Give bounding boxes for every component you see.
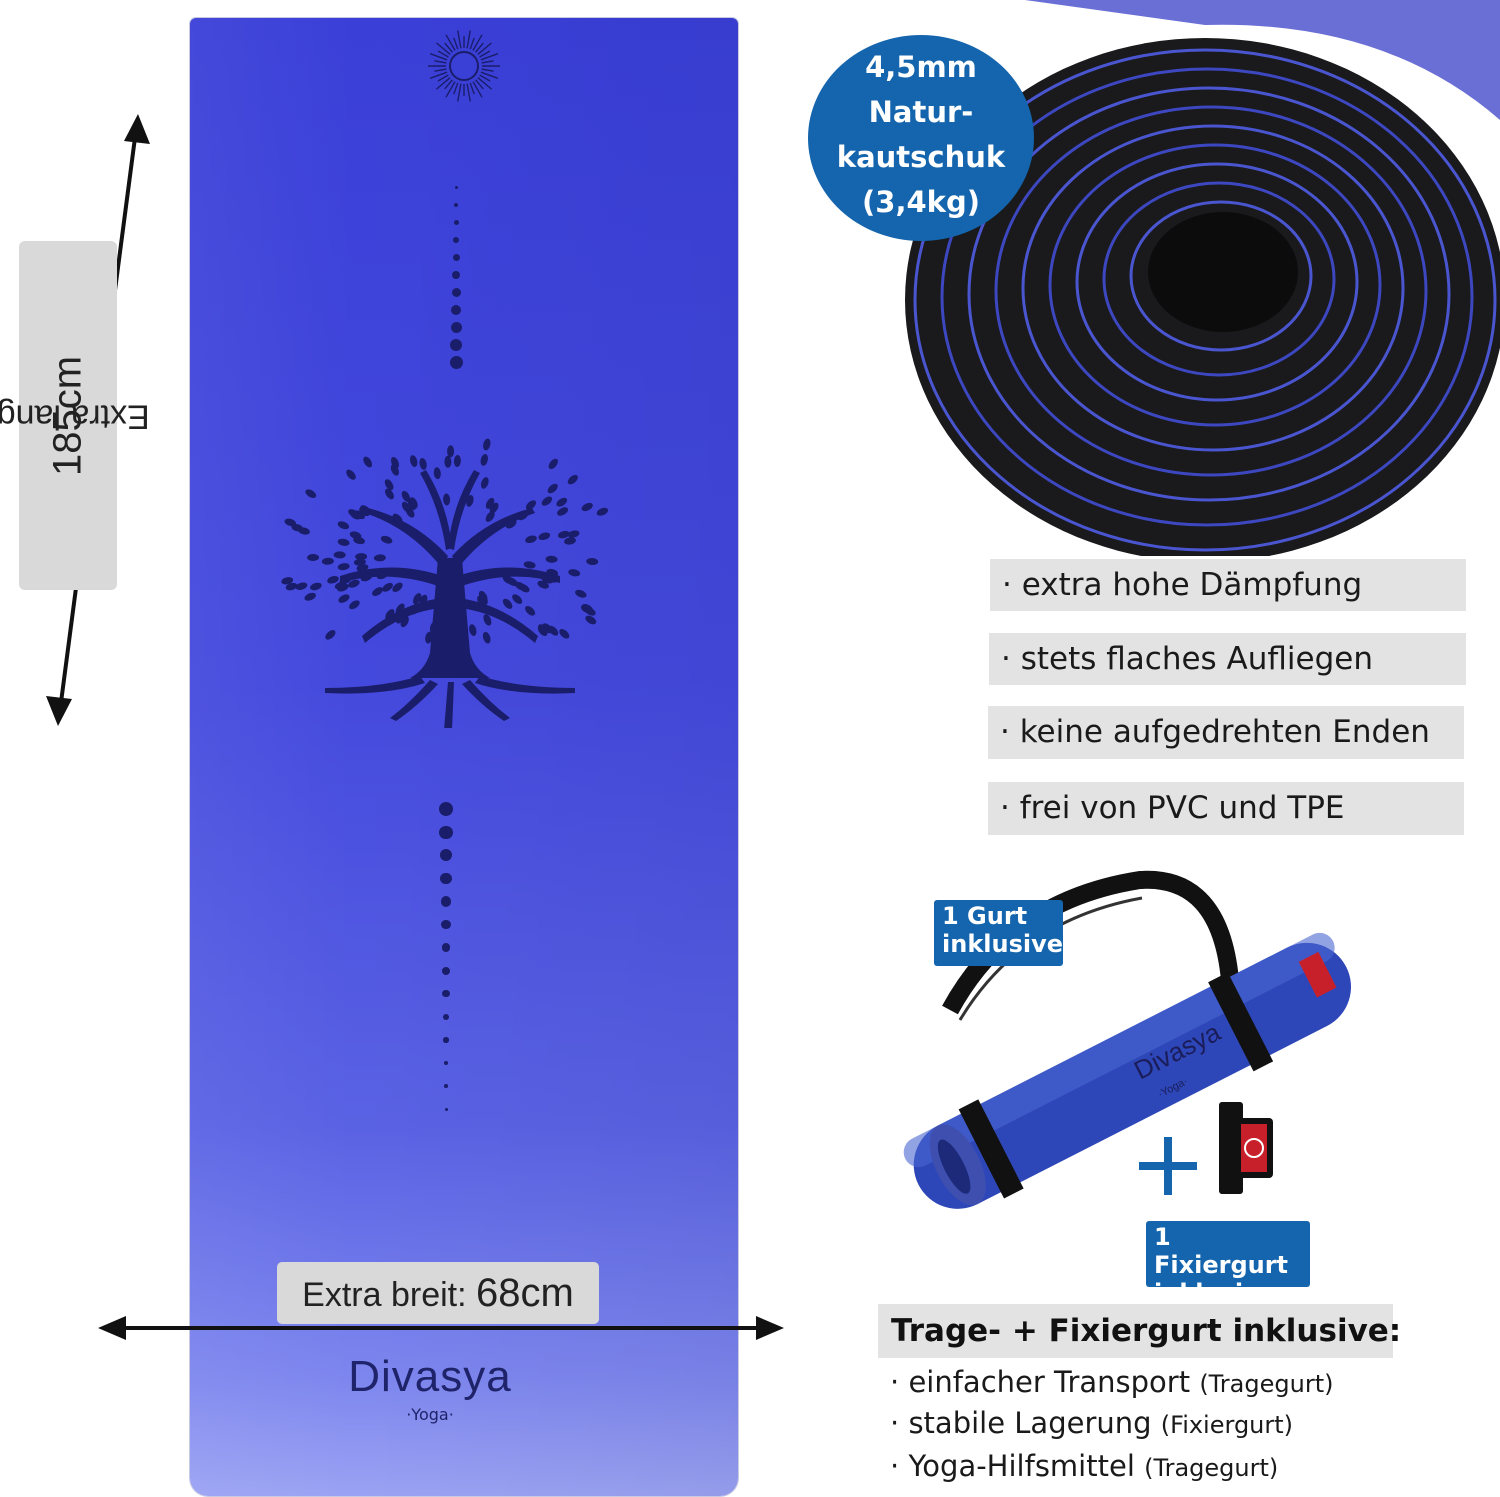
sun-icon <box>428 30 500 102</box>
plus-icon <box>1139 1137 1197 1195</box>
badge-line2: Natur- <box>868 95 974 129</box>
width-prefix: Extra breit: <box>302 1276 477 1314</box>
alignment-dot <box>440 896 452 907</box>
width-value: 68cm <box>476 1271 574 1315</box>
alignment-dot <box>451 288 461 297</box>
strap-tag-line2: inklusive <box>942 930 1064 958</box>
badge-line3: kautschuk <box>836 140 1006 174</box>
alignment-dot <box>441 919 451 930</box>
material-badge: 4,5mm Natur- kautschuk (3,4kg) <box>808 35 1034 241</box>
alignment-dot <box>439 802 453 816</box>
fixing-strap-tag: 1 Fixiergurt inklusive <box>1146 1221 1310 1307</box>
strap-list-item: · stabile Lagerung (Fixiergurt) <box>890 1406 1294 1440</box>
yoga-mat: Divasya ·Yoga· <box>190 18 738 1496</box>
brand-subtitle: ·Yoga· <box>406 1405 454 1424</box>
alignment-dot <box>452 254 460 261</box>
strap-list-item: · einfacher Transport (Tragegurt) <box>890 1365 1334 1399</box>
alignment-dot <box>454 186 458 189</box>
width-label: Extra breit: 68cm <box>277 1262 599 1324</box>
badge-line4: (3,4kg) <box>862 185 980 219</box>
strap-heading: Trage- + Fixiergurt inklusive: <box>878 1304 1401 1358</box>
alignment-dot <box>443 1037 449 1043</box>
alignment-dot <box>439 849 453 862</box>
feature-item: · stets flaches Aufliegen <box>989 633 1466 685</box>
fixing-strap-image <box>1219 1102 1273 1194</box>
strap-item-text: stabile Lagerung <box>908 1406 1152 1440</box>
feature-item: · keine aufgedrehten Enden <box>988 706 1464 759</box>
strap-item-note: (Fixiergurt) <box>1160 1411 1294 1439</box>
alignment-dot <box>443 1060 449 1066</box>
strap-tag-line1: 1 Gurt <box>942 902 1028 930</box>
alignment-dot <box>450 322 462 333</box>
alignment-dot <box>444 1084 448 1088</box>
length-label: Extra lang: 185cm <box>0 241 149 590</box>
alignment-dot <box>453 237 459 243</box>
double-arrow-icon <box>98 1316 784 1340</box>
alignment-dot <box>439 825 453 839</box>
alignment-dot <box>441 966 451 975</box>
fixing-strap-tag-line1: 1 Fixiergurt <box>1154 1223 1289 1279</box>
alignment-dot <box>442 990 450 998</box>
alignment-dot <box>450 339 462 351</box>
alignment-dot <box>453 220 459 225</box>
alignment-dot <box>454 203 458 207</box>
strap-list-item: · Yoga-Hilfsmittel (Tragegurt) <box>890 1449 1279 1483</box>
strap-item-note: (Tragegurt) <box>1199 1370 1334 1398</box>
strap-item-note: (Tragegurt) <box>1144 1454 1279 1482</box>
strap-tag: 1 Gurt inklusive <box>934 900 1063 966</box>
alignment-dot <box>452 271 460 279</box>
brand-name: Divasya <box>348 1352 512 1401</box>
alignment-dot <box>441 943 451 952</box>
feature-item: · extra hohe Dämpfung <box>990 559 1466 611</box>
fixing-strap-tag-line2: inklusive <box>1154 1279 1276 1307</box>
feature-item: · frei von PVC und TPE <box>988 782 1464 835</box>
length-prefix: Extra lang: <box>0 397 150 435</box>
alignment-dot <box>449 356 463 369</box>
alignment-dot <box>440 872 452 884</box>
tree-of-life-icon <box>281 438 609 728</box>
strap-item-text: Yoga-Hilfsmittel <box>908 1449 1135 1483</box>
alignment-dot <box>451 305 461 315</box>
strap-item-text: einfacher Transport <box>908 1365 1191 1399</box>
alignment-dot <box>442 1013 450 1020</box>
rolled-mat-image <box>905 0 1500 556</box>
alignment-dot <box>444 1107 448 1111</box>
badge-line1: 4,5mm <box>865 50 977 84</box>
